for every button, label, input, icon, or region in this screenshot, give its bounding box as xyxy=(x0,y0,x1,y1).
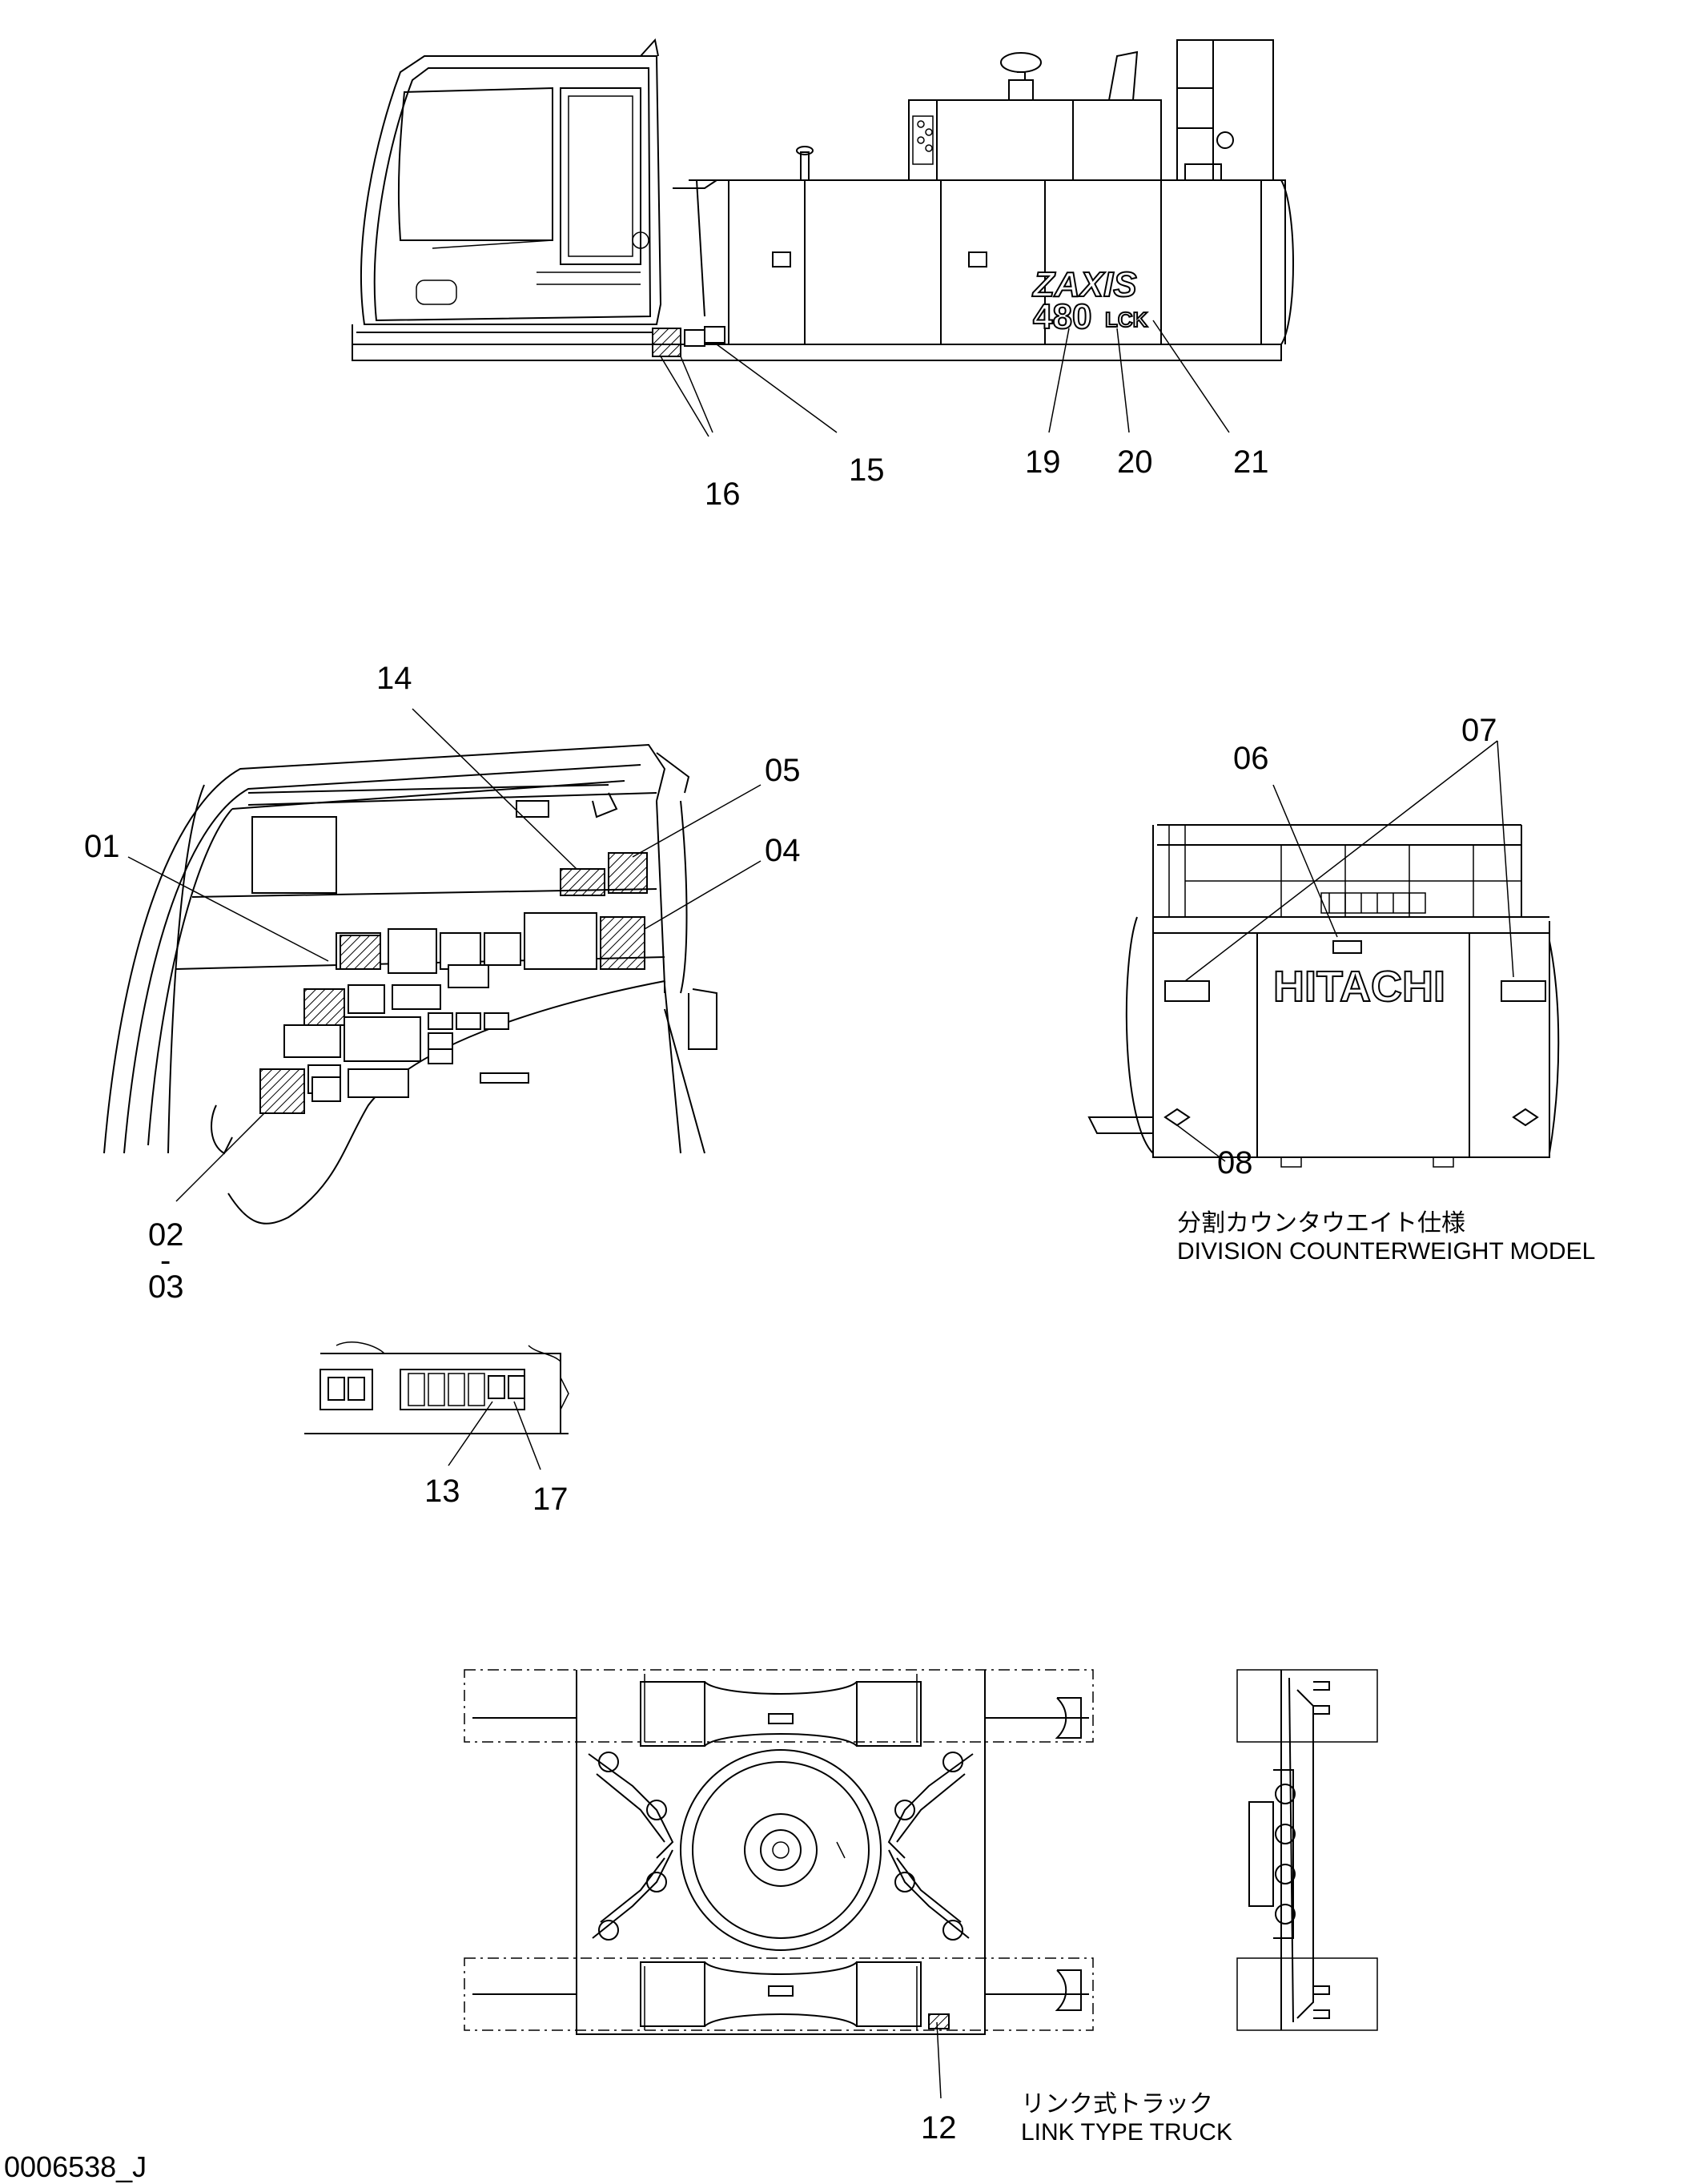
truck-top-view xyxy=(464,1669,1094,2099)
callout-16: 16 xyxy=(705,477,741,512)
callout-05: 05 xyxy=(765,753,801,788)
callout-13: 13 xyxy=(424,1474,460,1509)
model-number-decal: 480 xyxy=(1033,297,1091,336)
callout-19: 19 xyxy=(1025,444,1061,480)
model-name-decal: ZAXIS xyxy=(1031,265,1137,304)
callout-labels: 16 15 19 20 21 14 05 01 04 02 - 03 06 07… xyxy=(84,444,1497,2146)
truck-caption-en: LINK TYPE TRUCK xyxy=(1021,2119,1232,2146)
rear-view: HITACHI xyxy=(1087,740,1560,1168)
callout-03: 03 xyxy=(148,1269,184,1305)
document-id: 0006538_J xyxy=(4,2150,147,2183)
side-view: ZAXIS 480 LCK xyxy=(352,38,1294,437)
callout-07: 07 xyxy=(1461,713,1497,748)
switch-panel-view xyxy=(304,1341,569,1470)
model-suffix-decal: LCK xyxy=(1105,308,1148,332)
brand-decal: HITACHI xyxy=(1273,963,1445,1011)
callout-20: 20 xyxy=(1117,444,1153,480)
counterweight-caption-ja: 分割カウンタウエイト仕様 xyxy=(1177,1210,1465,1237)
callout-04: 04 xyxy=(765,833,801,868)
callout-dash: - xyxy=(160,1243,171,1278)
callout-15: 15 xyxy=(849,452,885,488)
callout-02: 02 xyxy=(148,1217,184,1253)
counterweight-caption-en: DIVISION COUNTERWEIGHT MODEL xyxy=(1177,1238,1595,1265)
callout-14: 14 xyxy=(376,661,412,696)
truck-side-view xyxy=(1236,1669,1378,2031)
callout-01: 01 xyxy=(84,829,120,864)
callout-08: 08 xyxy=(1217,1145,1253,1180)
captions: 分割カウンタウエイト仕様 DIVISION COUNTERWEIGHT MODE… xyxy=(1021,1210,1595,2146)
callout-06: 06 xyxy=(1233,741,1269,776)
truck-caption-ja: リンク式トラック xyxy=(1021,2091,1213,2118)
model-decal: ZAXIS 480 LCK xyxy=(1031,264,1149,337)
cab-interior-view xyxy=(103,708,762,1225)
callout-12: 12 xyxy=(921,2110,957,2146)
callout-17: 17 xyxy=(532,1482,569,1517)
callout-21: 21 xyxy=(1233,444,1269,480)
